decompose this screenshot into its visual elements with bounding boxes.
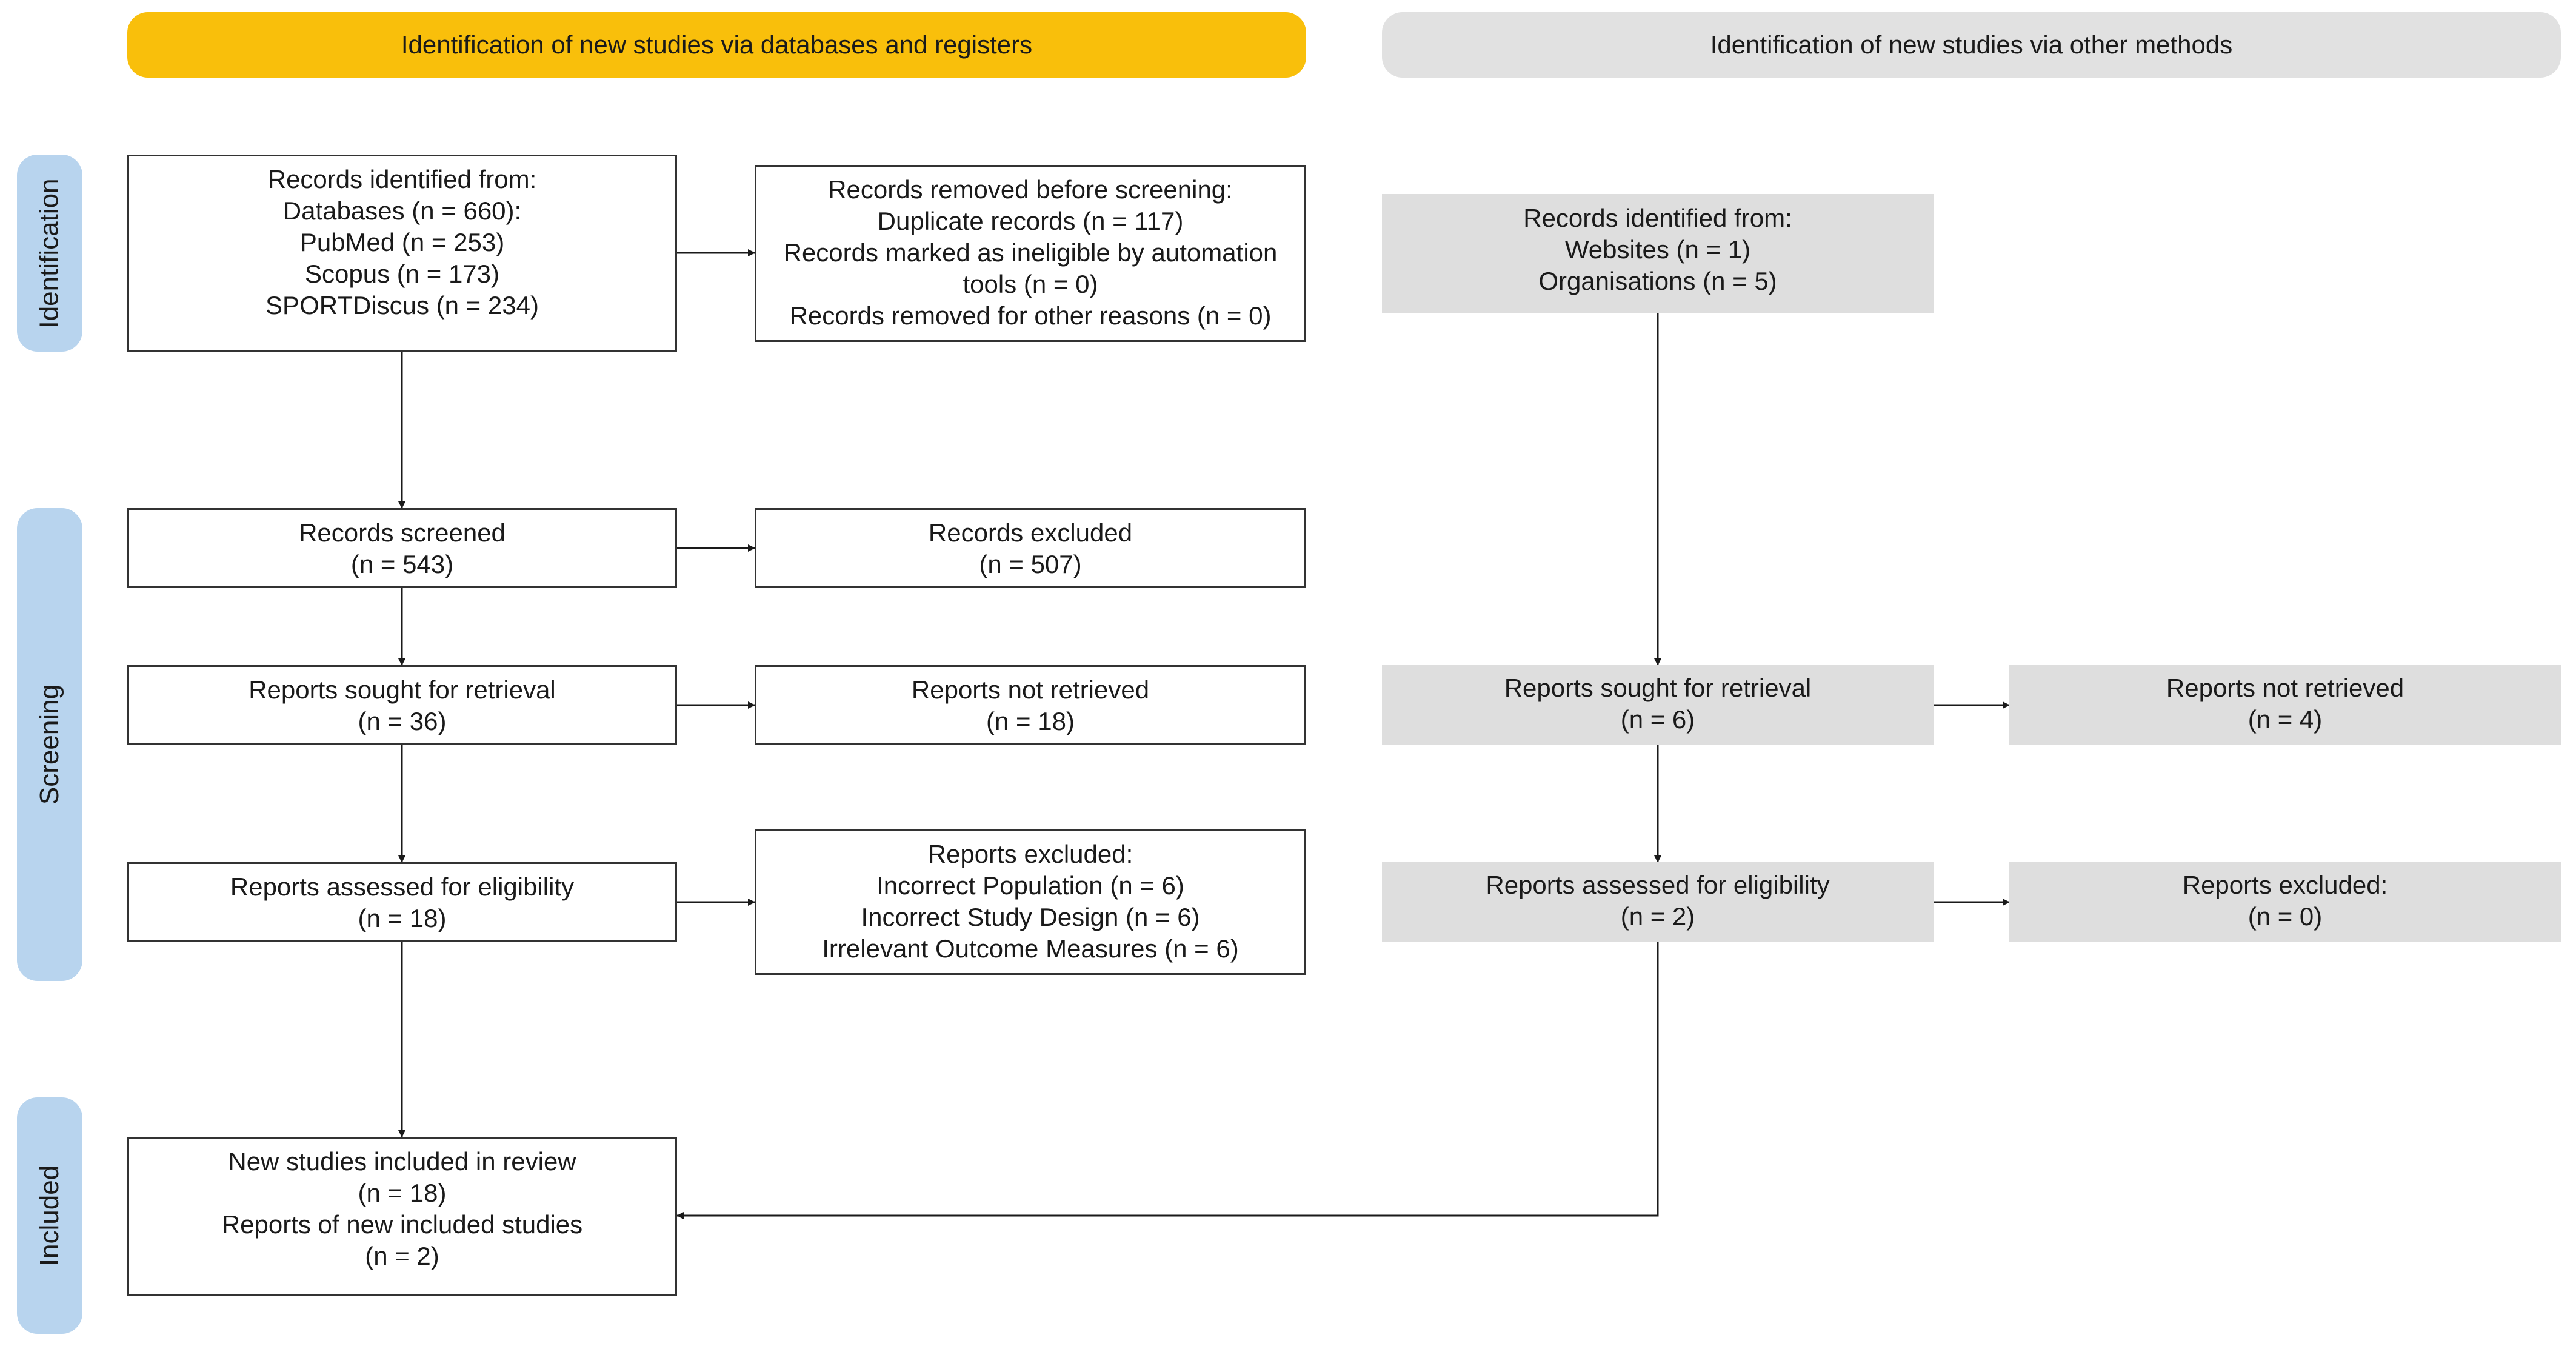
other-reports-assessed-line: Reports assessed for eligibility xyxy=(1486,871,1830,899)
reports-assessed-box: Reports assessed for eligibility (n = 18) xyxy=(127,862,677,942)
arrow-other-assessed-to-included xyxy=(676,942,1659,1219)
stage-included: Included xyxy=(17,1097,82,1334)
reports-excluded-line: Incorrect Study Design (n = 6) xyxy=(861,903,1200,931)
other-reports-excluded-line: (n = 0) xyxy=(2247,902,2323,931)
records-identified-line: SPORTDiscus (n = 234) xyxy=(265,291,539,320)
other-reports-sought-box: Reports sought for retrieval (n = 6) xyxy=(1382,665,1934,745)
reports-excluded-box: Reports excluded: Incorrect Population (n… xyxy=(755,829,1306,975)
other-reports-not-retrieved-box: Reports not retrieved (n = 4) xyxy=(2009,665,2561,745)
records-excluded-line: Records excluded xyxy=(928,518,1133,547)
records-removed-line: Records removed before screening: xyxy=(828,175,1233,204)
reports-excluded-line: Irrelevant Outcome Measures (n = 6) xyxy=(822,934,1239,963)
other-records-identified-line: Websites (n = 1) xyxy=(1564,235,1751,264)
reports-not-retrieved-box: Reports not retrieved (n = 18) xyxy=(755,665,1306,745)
records-identified-box: Records identified from: Databases (n = 6… xyxy=(127,155,677,352)
other-methods-header: Identification of new studies via other … xyxy=(1382,12,2561,78)
studies-included-line: (n = 2) xyxy=(365,1242,439,1270)
other-records-identified-box: Records identified from: Websites (n = 1)… xyxy=(1382,194,1934,313)
studies-included-box: New studies included in review (n = 18) Re… xyxy=(127,1137,677,1296)
other-reports-not-retrieved-line: Reports not retrieved xyxy=(2166,674,2404,702)
records-screened-box: Records screened (n = 543) xyxy=(127,508,677,588)
stage-identification-label: Identification xyxy=(35,178,64,329)
other-records-identified-line: Organisations (n = 5) xyxy=(1538,267,1777,295)
reports-not-retrieved-line: (n = 18) xyxy=(986,707,1075,735)
reports-not-retrieved-line: Reports not retrieved xyxy=(911,675,1150,704)
reports-excluded-line: Incorrect Population (n = 6) xyxy=(876,871,1184,900)
records-screened-line: Records screened xyxy=(299,518,506,547)
stage-screening-label: Screening xyxy=(35,684,65,805)
reports-sought-box: Reports sought for retrieval (n = 36) xyxy=(127,665,677,745)
reports-assessed-line: Reports assessed for eligibility xyxy=(230,872,575,901)
studies-included-line: New studies included in review xyxy=(228,1147,576,1176)
records-removed-line: Duplicate records (n = 117) xyxy=(877,207,1184,235)
records-screened-line: (n = 543) xyxy=(350,550,454,578)
other-methods-header-label: Identification of new studies via other … xyxy=(1710,30,2233,59)
records-removed-line: tools (n = 0) xyxy=(963,270,1098,298)
records-identified-line: PubMed (n = 253) xyxy=(299,228,505,256)
other-reports-assessed-line: (n = 2) xyxy=(1620,902,1695,931)
stage-screening: Screening xyxy=(17,508,82,981)
stage-included-label: Included xyxy=(35,1165,65,1267)
databases-header: Identification of new studies via databa… xyxy=(127,12,1306,78)
reports-assessed-line: (n = 18) xyxy=(358,904,447,932)
records-removed-line: Records marked as ineligible by automati… xyxy=(783,238,1278,267)
records-identified-line: Scopus (n = 173) xyxy=(304,259,500,288)
records-excluded-line: (n = 507) xyxy=(979,550,1082,578)
reports-excluded-line: Reports excluded: xyxy=(927,840,1133,868)
records-removed-box: Records removed before screening: Duplica… xyxy=(755,165,1306,342)
other-reports-sought-line: (n = 6) xyxy=(1620,705,1695,734)
reports-sought-line: (n = 36) xyxy=(358,707,447,735)
other-records-identified-line: Records identified from: xyxy=(1523,204,1792,232)
records-identified-line: Databases (n = 660): xyxy=(282,196,522,225)
records-identified-line: Records identified from: xyxy=(267,165,537,193)
other-reports-sought-line: Reports sought for retrieval xyxy=(1504,674,1812,702)
reports-sought-line: Reports sought for retrieval xyxy=(249,675,556,704)
other-reports-excluded-line: Reports excluded: xyxy=(2182,871,2388,899)
other-reports-excluded-box: Reports excluded: (n = 0) xyxy=(2009,862,2561,942)
records-excluded-box: Records excluded (n = 507) xyxy=(755,508,1306,588)
studies-included-line: (n = 18) xyxy=(358,1179,447,1207)
other-reports-not-retrieved-line: (n = 4) xyxy=(2247,705,2323,734)
stage-identification: Identification xyxy=(17,155,82,352)
other-reports-assessed-box: Reports assessed for eligibility (n = 2) xyxy=(1382,862,1934,942)
records-removed-line: Records removed for other reasons (n = 0… xyxy=(789,301,1272,330)
studies-included-line: Reports of new included studies xyxy=(221,1210,583,1239)
databases-header-label: Identification of new studies via databa… xyxy=(401,30,1033,59)
